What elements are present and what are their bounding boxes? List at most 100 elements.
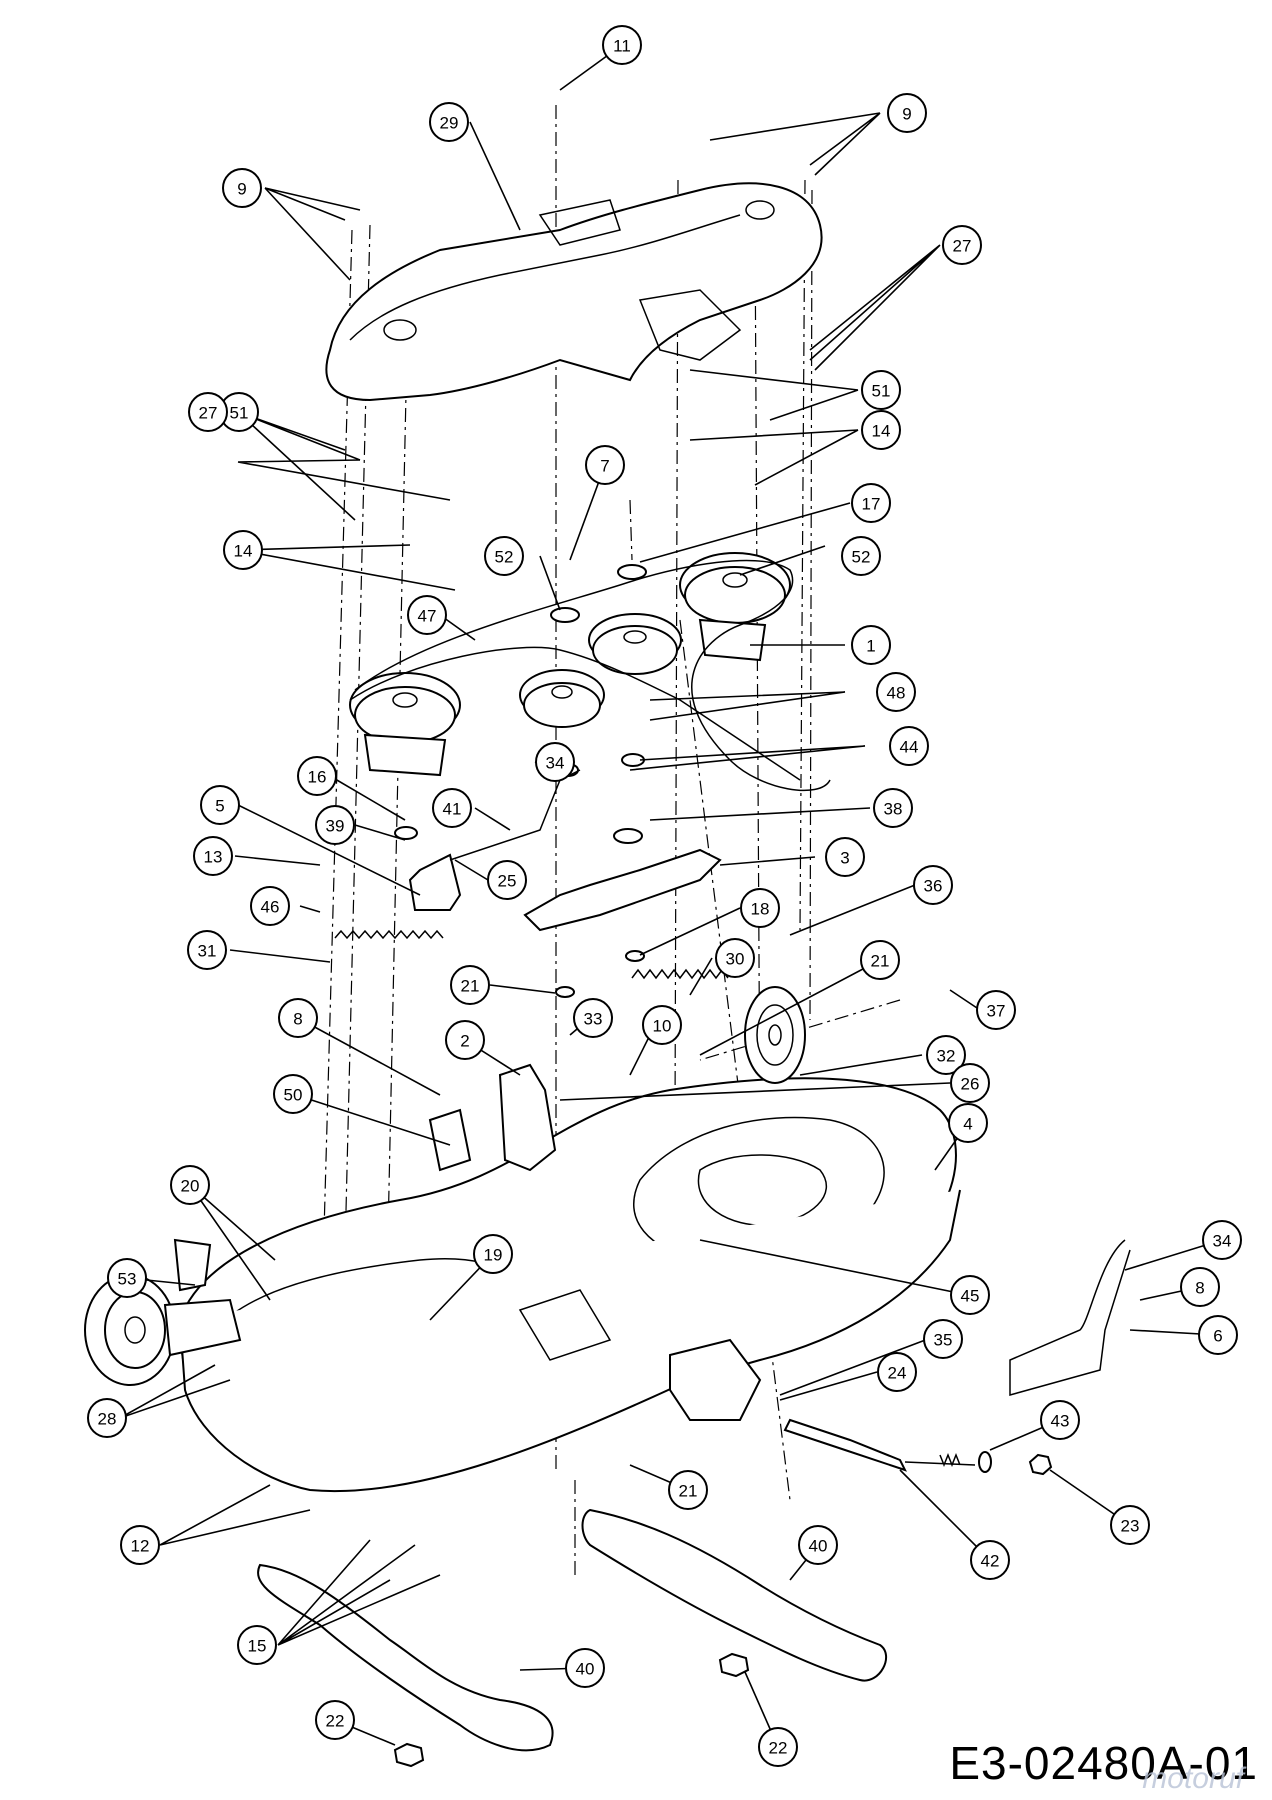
- callout-53: 53: [107, 1258, 147, 1298]
- idler-pulley-48: [588, 613, 682, 675]
- callout-45: 45: [950, 1275, 990, 1315]
- callout-label: 45: [961, 1287, 980, 1306]
- callout-6: 6: [1198, 1315, 1238, 1355]
- callout-circle: [188, 392, 228, 432]
- callout-7: 7: [585, 445, 625, 485]
- hanger-bracket-2: [498, 1063, 557, 1172]
- callout-28: 28: [87, 1398, 127, 1438]
- callout-9: 9: [222, 168, 262, 208]
- callout-label: 11: [613, 37, 631, 56]
- callout-circle: [877, 1352, 917, 1392]
- callout-circle: [970, 1540, 1010, 1580]
- callout-36: 36: [913, 865, 953, 905]
- washer-43: [978, 1451, 992, 1473]
- callout-circle: [1198, 1315, 1238, 1355]
- callout-label: 25: [498, 872, 517, 891]
- callout-circle: [445, 1020, 485, 1060]
- left-spindle-pulley: [349, 672, 461, 777]
- blade-left: [257, 1563, 554, 1752]
- callout-circle: [740, 888, 780, 928]
- callout-label: 9: [902, 105, 911, 124]
- callout-13: 13: [193, 836, 233, 876]
- callout-29: 29: [429, 102, 469, 142]
- callout-label: 48: [887, 684, 906, 703]
- callout-circle: [407, 595, 447, 635]
- callout-circle: [913, 865, 953, 905]
- blade-nut-right: [718, 1652, 750, 1678]
- callout-51: 51: [861, 370, 901, 410]
- callout-label: 3: [840, 849, 849, 868]
- watermark-logo: motoruf: [1142, 1762, 1244, 1795]
- callout-label: 14: [872, 422, 891, 441]
- callout-label: 35: [934, 1331, 953, 1350]
- callout-label: 28: [98, 1410, 117, 1429]
- bracket-5: [408, 853, 462, 911]
- callout-circle: [450, 965, 490, 1005]
- callout-label: 15: [248, 1637, 267, 1656]
- callout-14: 14: [861, 410, 901, 450]
- callout-circle: [926, 1035, 966, 1075]
- spring-31: [334, 929, 444, 940]
- callout-circle: [170, 1165, 210, 1205]
- callout-5: 5: [200, 785, 240, 825]
- callout-label: 27: [953, 237, 972, 256]
- callout-52: 52: [484, 536, 524, 576]
- callout-circle: [861, 370, 901, 410]
- callout-label: 24: [888, 1364, 907, 1383]
- deck-belt-outer: [349, 646, 801, 781]
- callout-label: 47: [418, 607, 437, 626]
- front-bracket-35: [669, 1338, 762, 1421]
- callout-circle: [948, 1103, 988, 1143]
- callout-label: 30: [726, 950, 745, 969]
- bracket-53: [173, 1238, 212, 1292]
- callout-label: 16: [308, 768, 327, 787]
- callout-label: 51: [872, 382, 891, 401]
- callout-circle: [107, 1258, 147, 1298]
- callout-9: 9: [887, 93, 927, 133]
- callout-circle: [976, 990, 1016, 1030]
- callout-circle: [841, 536, 881, 576]
- belt-cover: [325, 182, 823, 402]
- callout-circle: [798, 1525, 838, 1565]
- callout-label: 52: [495, 548, 514, 567]
- callout-23: 23: [1110, 1505, 1150, 1545]
- callout-34: 34: [535, 742, 575, 782]
- callout-24: 24: [877, 1352, 917, 1392]
- gauge-wheel-left: [84, 1274, 242, 1386]
- callout-44: 44: [889, 726, 929, 766]
- callout-label: 5: [215, 797, 224, 816]
- callout-label: 42: [981, 1552, 1000, 1571]
- callout-21: 21: [860, 940, 900, 980]
- callout-label: 1: [866, 637, 875, 656]
- callout-8: 8: [1180, 1267, 1220, 1307]
- callout-label: 36: [924, 877, 943, 896]
- callout-38: 38: [873, 788, 913, 828]
- callout-circle: [1202, 1220, 1242, 1260]
- callout-label: 22: [769, 1739, 788, 1758]
- callout-circle: [273, 1074, 313, 1114]
- callout-circle: [535, 742, 575, 782]
- callout-circle: [602, 25, 642, 65]
- callout-label: 12: [131, 1537, 150, 1556]
- blade-right: [581, 1508, 887, 1682]
- callout-label: 27: [199, 404, 218, 423]
- callout-label: 4: [963, 1115, 972, 1134]
- lift-link-42: [783, 1418, 907, 1472]
- callout-label: 21: [461, 977, 480, 996]
- callout-label: 34: [546, 754, 565, 773]
- callout-circle: [585, 445, 625, 485]
- callout-label: 32: [937, 1047, 956, 1066]
- callout-circle: [887, 93, 927, 133]
- callout-label: 40: [809, 1537, 828, 1556]
- callout-circle: [715, 938, 755, 978]
- callout-label: 29: [440, 114, 459, 133]
- callout-circle: [950, 1063, 990, 1103]
- callout-10: 10: [642, 1005, 682, 1045]
- callout-43: 43: [1040, 1400, 1080, 1440]
- callout-27: 27: [942, 225, 982, 265]
- callout-label: 52: [852, 548, 871, 567]
- callout-circle: [851, 483, 891, 523]
- callout-30: 30: [715, 938, 755, 978]
- callout-25: 25: [487, 860, 527, 900]
- callout-circle: [120, 1525, 160, 1565]
